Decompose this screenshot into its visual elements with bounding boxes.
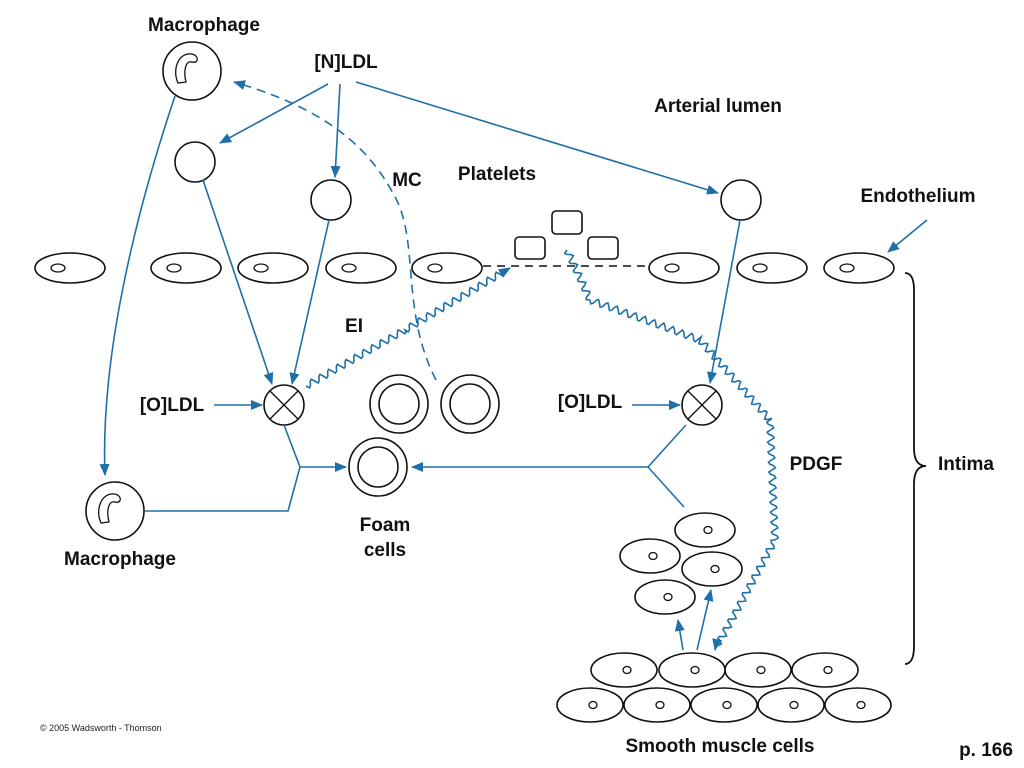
arrow-macrophage-descent xyxy=(99,95,176,476)
monocyte-right xyxy=(720,179,762,221)
arrow-nldl-to-monocyte-right xyxy=(355,81,719,195)
arrow-smc-migration-2 xyxy=(696,589,714,651)
macrophage-top-cell xyxy=(162,41,222,101)
oxidation-site-left xyxy=(263,384,305,426)
page-number: p. 166 xyxy=(959,740,1013,761)
foam-cells-label-line2: cells xyxy=(364,540,406,561)
arrow-nldl-to-monocyte-mid xyxy=(330,83,341,178)
nldl-label: [N]LDL xyxy=(314,52,378,73)
macrophage-bottom-cell xyxy=(85,481,145,541)
platelet-1 xyxy=(551,210,583,235)
endothelium-label: Endothelium xyxy=(860,186,975,207)
foam-cell xyxy=(348,437,408,497)
ei-wavy-arrow xyxy=(305,267,511,389)
intima-brace xyxy=(904,272,927,665)
line-oxsite-right-to-junction xyxy=(647,424,687,468)
oldl-left-label: [O]LDL xyxy=(140,395,205,416)
monocyte-left xyxy=(174,141,216,183)
macrophage-top-label: Macrophage xyxy=(148,15,260,36)
copyright-text: © 2005 Wadsworth - Thomson xyxy=(40,723,162,733)
arrow-monocyte-right-to-oxsite xyxy=(707,219,741,384)
arrow-nldl-to-monocyte-left xyxy=(219,83,329,144)
line-macrophage-bottom-to-foam xyxy=(145,466,301,512)
pdgf-wavy-arrow xyxy=(563,249,780,651)
ei-label: EI xyxy=(345,316,363,337)
line-oxsite-left-to-foam xyxy=(283,424,301,468)
monocyte-mid xyxy=(310,179,352,221)
arrow-monocyte-left-to-oxsite xyxy=(202,179,274,385)
platelet-3 xyxy=(587,236,619,260)
pdgf-label: PDGF xyxy=(790,454,843,475)
line-smc-to-junction xyxy=(647,466,685,508)
mc-dashed-path xyxy=(233,80,437,381)
endothelium-layer xyxy=(34,252,895,284)
arrow-endothelium-pointer xyxy=(887,219,928,253)
smooth-muscle-cells-cluster xyxy=(556,512,892,723)
ring-cell-2 xyxy=(440,374,500,434)
intima-label: Intima xyxy=(938,454,994,475)
platelets-label: Platelets xyxy=(458,164,536,185)
oldl-right-label: [O]LDL xyxy=(558,392,623,413)
smooth-muscle-cells-label: Smooth muscle cells xyxy=(625,736,814,757)
arrow-monocyte-mid-to-oxsite xyxy=(289,219,330,385)
platelet-2 xyxy=(514,236,546,260)
arrow-smc-migration-1 xyxy=(674,619,685,651)
mc-label: MC xyxy=(392,170,422,191)
arterial-lumen-label: Arterial lumen xyxy=(654,96,782,117)
macrophage-bottom-label: Macrophage xyxy=(64,549,176,570)
ring-cell-1 xyxy=(369,374,429,434)
oxidation-site-right xyxy=(681,384,723,426)
foam-cells-label-line1: Foam xyxy=(360,515,411,536)
